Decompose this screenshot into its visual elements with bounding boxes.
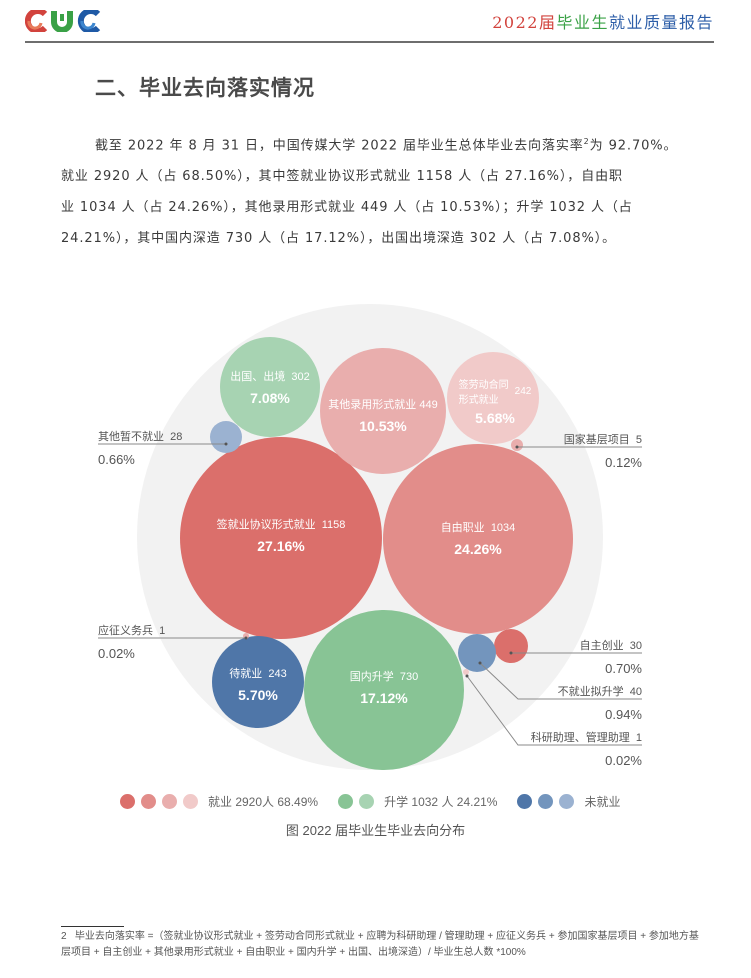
label-signed-agreement: 签就业协议形式就业 1158 27.16%: [216, 519, 346, 554]
legend-dot-icon: [120, 793, 135, 809]
bubble-abroad: [220, 337, 320, 437]
label-abroad: 出国、出境 302 7.08%: [230, 371, 310, 406]
paragraph-line-4: 24.21%），其中国内深造 730 人（占 17.12%），出国出境深造 30…: [61, 231, 617, 247]
label-freelance: 自由职业 1034 24.26%: [440, 522, 516, 557]
footnote-divider: [61, 926, 124, 927]
legend-dot-icon: [359, 793, 375, 809]
leader-line-research-assistant: [466, 675, 642, 746]
legend-dot-icon: [141, 793, 156, 809]
bubble-domestic-study: [304, 610, 464, 770]
legend-dot-icon: [338, 793, 354, 809]
bubble-research-assistant: [463, 669, 469, 675]
paragraph-line-2: 就业 2920 人（占 68.50%），其中签就业协议形式就业 1158 人（占…: [61, 169, 623, 185]
bubble-chart: 签就业协议形式就业 1158 27.16% 自由职业 1034 24.26% 其…: [0, 290, 751, 790]
bubble-plan-further-study: [458, 634, 496, 672]
footnote: 2 毕业去向落实率 =（签就业协议形式就业 + 签劳动合同形式就业 + 应聘为科…: [61, 931, 699, 958]
footnote-ref: 2: [583, 137, 590, 146]
legend-dot-icon: [517, 793, 533, 809]
legend-dot-icon: [183, 793, 198, 809]
section-title: 二、毕业去向落实情况: [95, 76, 315, 100]
leader-line-plan-study: [479, 662, 642, 700]
bubble-labor-contract: [447, 352, 539, 444]
paragraph-line-3: 业 1034 人（占 24.26%），其他录用形式就业 449 人（占 10.5…: [61, 200, 633, 216]
callout-other-not-employed: 其他暂不就业 28 0.66%: [98, 431, 183, 467]
label-awaiting-employment: 待就业 243 5.70%: [229, 668, 287, 703]
callout-research-assistant: 科研助理、管理助理 1 0.02%: [530, 732, 642, 768]
legend-dot-icon: [559, 793, 575, 809]
callout-military: 应征义务兵 1 0.02%: [98, 625, 166, 661]
header-divider: [25, 41, 714, 43]
callout-plan-study: 不就业拟升学 40 0.94%: [557, 686, 642, 722]
summary-paragraph: 截至 2022 年 8 月 31 日，中国传媒大学 2022 届毕业生总体毕业去…: [61, 126, 691, 254]
bubble-chart-graphic: [98, 304, 642, 770]
figure-caption: 图 2022 届毕业生毕业去向分布: [285, 823, 466, 838]
callout-grassroots: 国家基层项目 5 0.12%: [563, 434, 642, 470]
bubble-other-not-employed: [210, 421, 242, 453]
bubble-entrepreneurship: [494, 629, 528, 663]
label-other-employment: 其他录用形式就业 449 10.53%: [328, 399, 438, 434]
page-header: 2022届毕业生就业质量报告: [0, 0, 751, 44]
legend-employment: 就业 2920人 68.49%: [120, 793, 318, 810]
report-title: 2022届毕业生就业质量报告: [492, 13, 714, 32]
chart-legend: 就业 2920人 68.49% 升学 1032 人 24.21% 未就业: [120, 791, 641, 811]
legend-not-employed: 未就业: [517, 793, 621, 810]
legend-dot-icon: [538, 793, 554, 809]
cuc-logo: [25, 10, 101, 32]
bubble-freelance: [383, 444, 573, 634]
legend-dot-icon: [162, 793, 177, 809]
callout-entrepreneurship: 自主创业 30 0.70%: [579, 640, 642, 676]
paragraph-line-1: 截至 2022 年 8 月 31 日，中国传媒大学 2022 届毕业生总体毕业去…: [95, 137, 678, 154]
label-domestic-study: 国内升学 730 17.12%: [349, 671, 419, 706]
bubble-grassroots-project: [511, 439, 523, 451]
bubble-awaiting-employment: [212, 636, 304, 728]
legend-further-study: 升学 1032 人 24.21%: [338, 793, 497, 810]
bubble-signed-agreement: [180, 437, 382, 639]
bubble-other-employment: [320, 348, 446, 474]
label-labor-contract: 签劳动合同形式就业 242 5.68%: [458, 380, 532, 426]
